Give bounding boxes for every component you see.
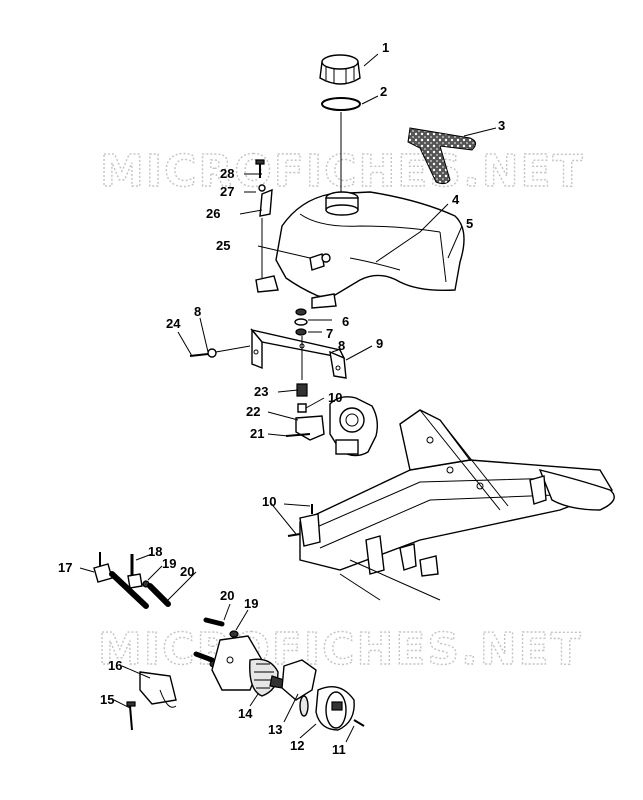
- callout-10-upper: 10: [328, 390, 342, 405]
- watermark-top: MICROFICHES.NET: [100, 146, 585, 197]
- cross-bracket: [250, 328, 347, 379]
- callout-11: 11: [332, 742, 346, 757]
- watermark-bottom: MICROFICHES.NET: [98, 624, 583, 675]
- callout-26: 26: [206, 206, 220, 221]
- callout-12: 12: [290, 738, 304, 753]
- callout-1: 1: [382, 40, 389, 55]
- foam-pad: [407, 127, 476, 185]
- bracket-bolt-left: [189, 345, 251, 358]
- fuel-valve-hoses: [93, 552, 171, 609]
- callout-9: 9: [376, 336, 383, 351]
- callout-22: 22: [246, 404, 260, 419]
- callout-8-right: 8: [338, 338, 345, 353]
- callout-8-left: 8: [194, 304, 201, 319]
- callout-7: 7: [326, 326, 333, 341]
- callout-13: 13: [268, 722, 282, 737]
- carburetor-assembly: [285, 336, 379, 457]
- callout-15: 15: [100, 692, 114, 707]
- tank-bracket-hardware: [255, 159, 273, 278]
- callout-28: 28: [220, 166, 234, 181]
- callout-19-left: 19: [162, 556, 176, 571]
- callout-14: 14: [238, 706, 253, 721]
- callout-17: 17: [58, 560, 72, 575]
- pump-mount: [126, 671, 177, 731]
- callout-10-lower: 10: [262, 494, 276, 509]
- frame-bracket: [287, 504, 321, 547]
- fuel-cap-gasket: [321, 97, 361, 111]
- atv-frame: [299, 409, 615, 601]
- callout-16: 16: [108, 658, 122, 673]
- fuel-tank: [255, 191, 465, 309]
- callout-23: 23: [254, 384, 268, 399]
- fuel-filter: [281, 659, 365, 731]
- callout-18: 18: [148, 544, 162, 559]
- tank-screw: [309, 253, 331, 271]
- callout-5: 5: [466, 216, 473, 231]
- callout-21: 21: [250, 426, 264, 441]
- callout-2: 2: [380, 84, 387, 99]
- callout-24: 24: [166, 316, 181, 331]
- callout-27: 27: [220, 184, 234, 199]
- callout-20-right: 20: [220, 588, 234, 603]
- callout-6: 6: [342, 314, 349, 329]
- callout-3: 3: [498, 118, 505, 133]
- callout-25: 25: [216, 238, 230, 253]
- callout-4: 4: [452, 192, 460, 207]
- fuel-cap: [319, 54, 361, 85]
- fuel-pump: [211, 635, 285, 697]
- callout-labels: 1 2 3 4 5 28 27 26 25 6 7 8 24 8 9 23 10…: [58, 40, 505, 757]
- leader-lines: [79, 53, 497, 743]
- callout-19-right: 19: [244, 596, 258, 611]
- tank-washers: [294, 308, 308, 336]
- callout-20-left: 20: [180, 564, 194, 579]
